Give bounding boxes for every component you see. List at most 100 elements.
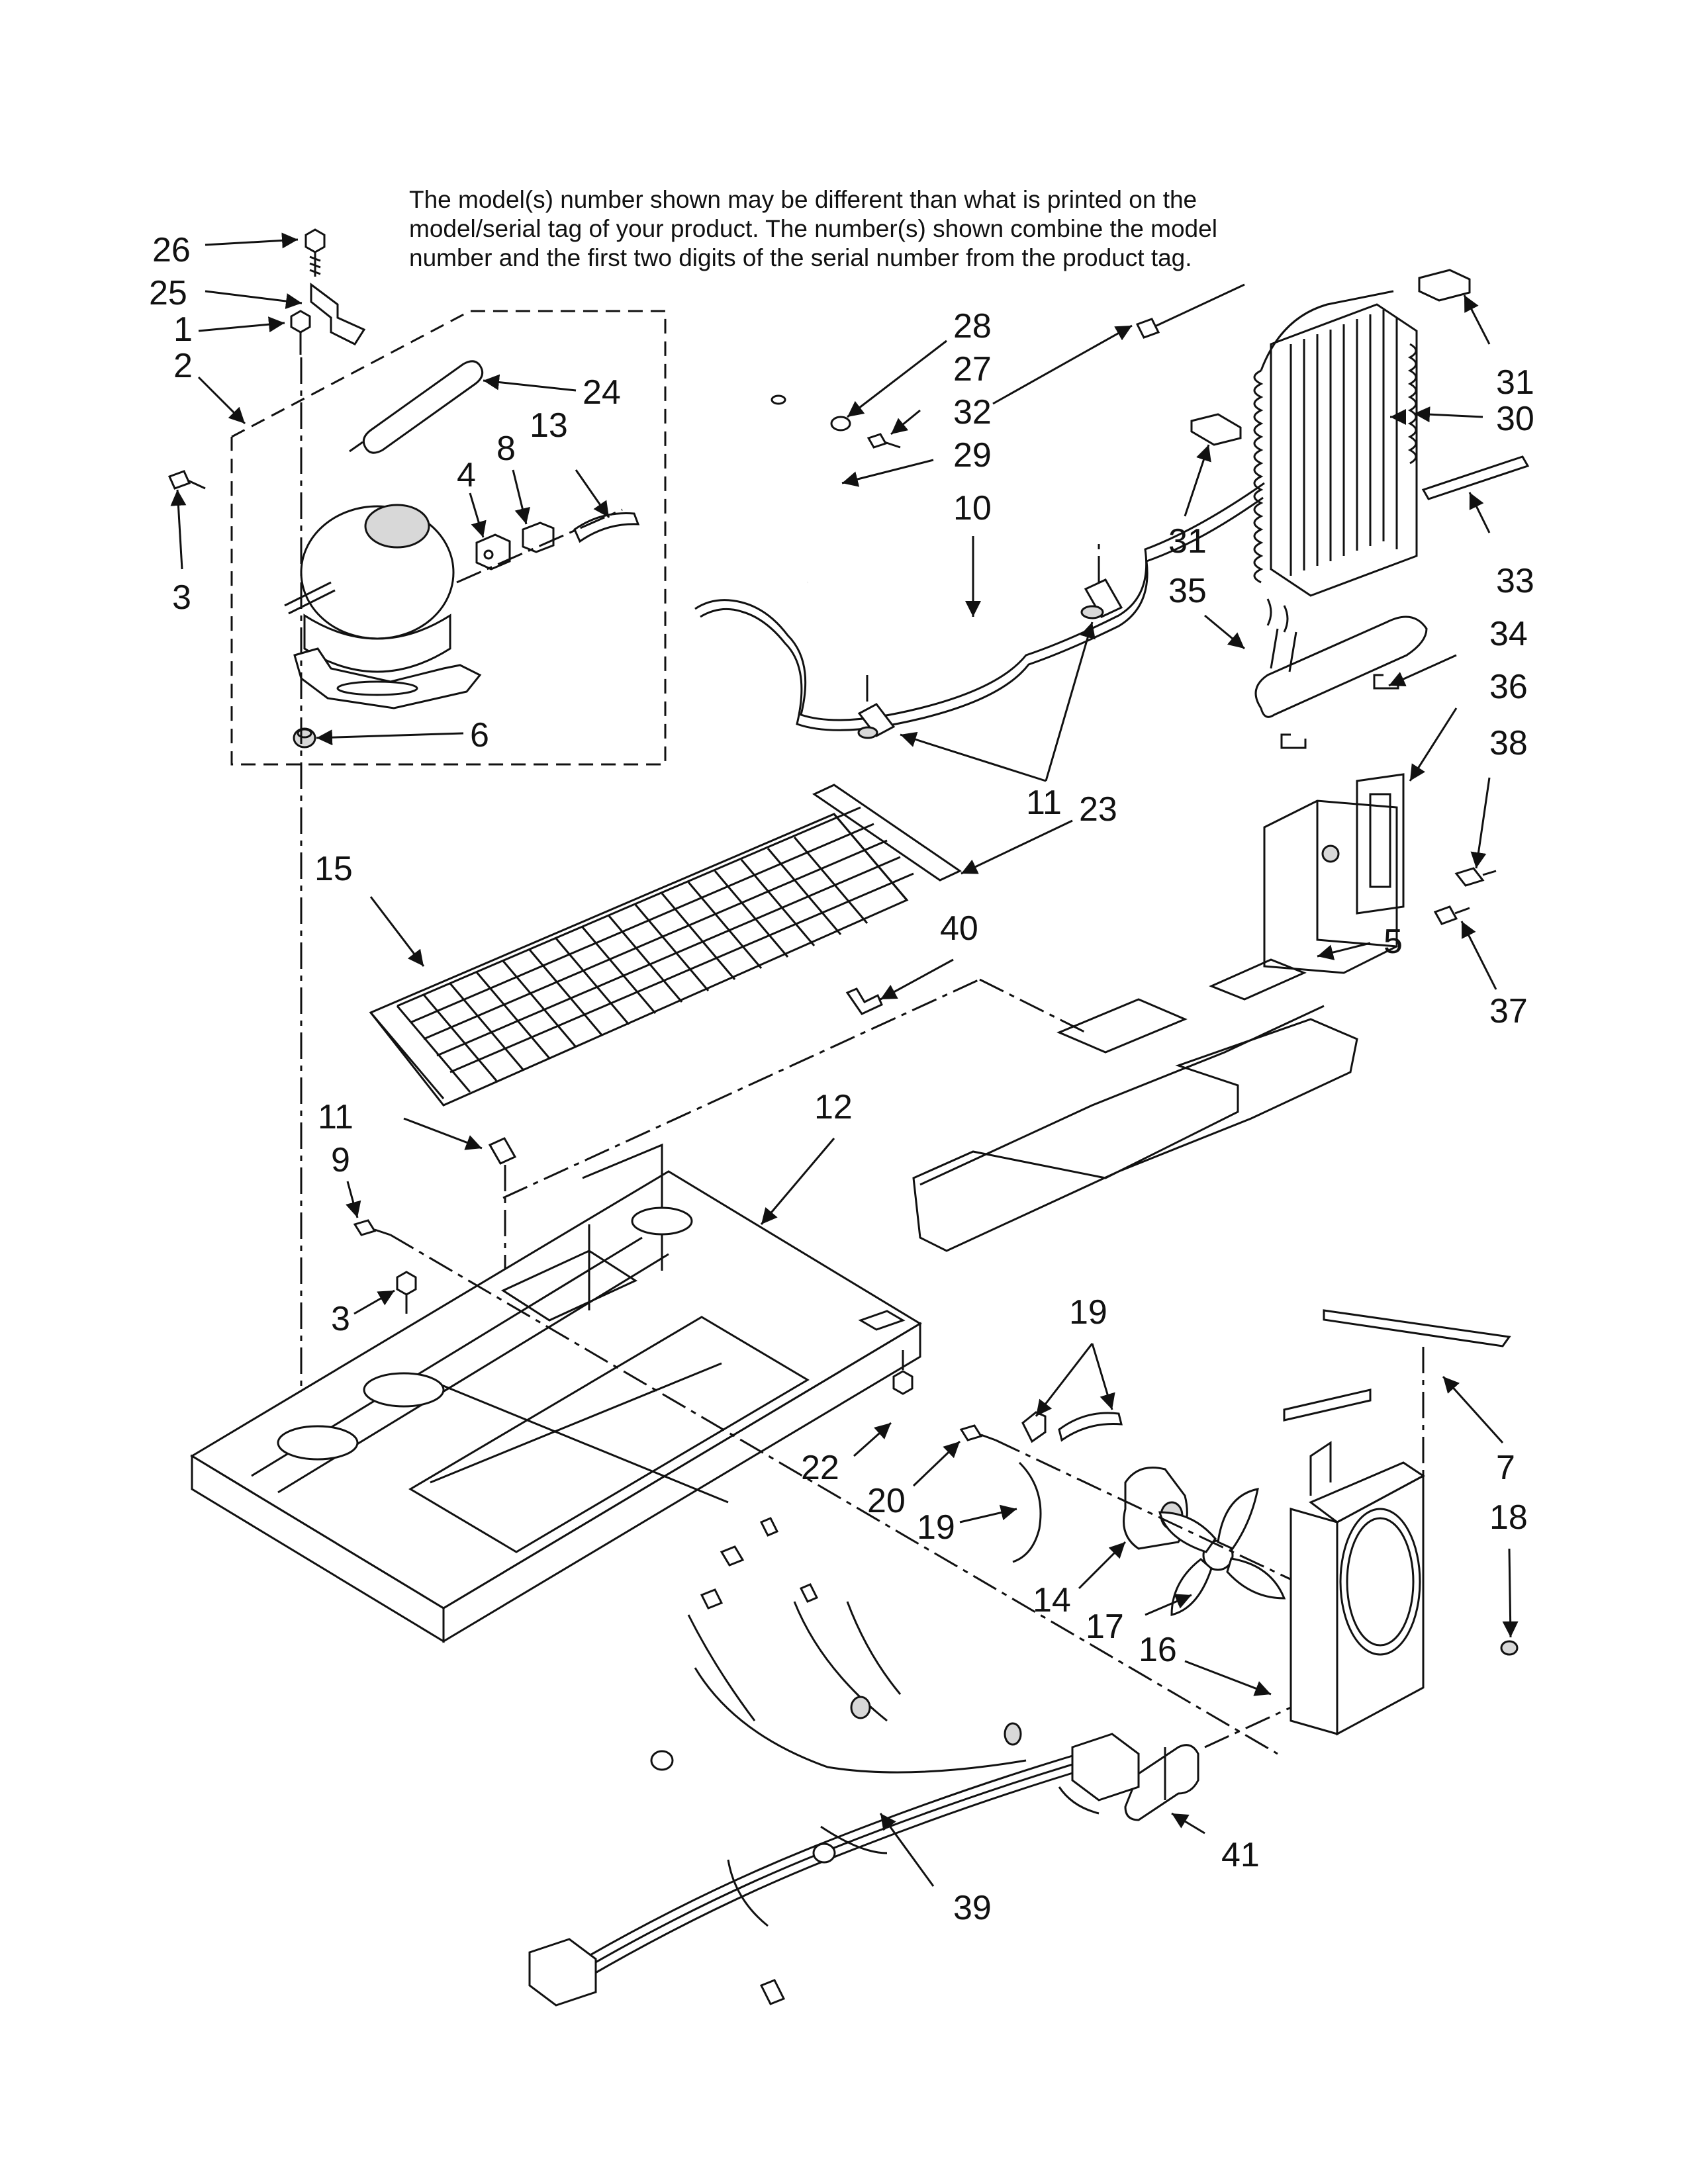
callout-20: 20 — [867, 1482, 906, 1520]
pad-part-31-left — [1190, 413, 1242, 446]
callout-24: 24 — [583, 373, 621, 412]
callout-2: 2 — [173, 347, 193, 385]
callout-36: 36 — [1489, 668, 1528, 706]
callout-9: 9 — [331, 1141, 350, 1179]
shroud-part-16 — [1289, 1441, 1425, 1736]
callout-10: 10 — [953, 489, 992, 527]
compressor-leader-dashdot — [456, 508, 623, 584]
callout-15: 15 — [314, 850, 353, 888]
sleeve-part-11-lower — [488, 1137, 517, 1165]
compressor-group-outline — [230, 310, 667, 766]
screw-part-37 — [1433, 905, 1470, 925]
callout-6: 6 — [470, 716, 489, 754]
pad-part-31-top — [1418, 269, 1471, 302]
notice-line-1: The model(s) number shown may be differe… — [409, 186, 1197, 213]
callout-39: 39 — [953, 1889, 992, 1927]
callout-35: 35 — [1168, 572, 1207, 610]
callout-34: 34 — [1489, 615, 1528, 653]
callout-41: 41 — [1221, 1836, 1260, 1874]
callout-3-upper: 3 — [172, 578, 191, 617]
callout-14: 14 — [1033, 1581, 1071, 1619]
callout-19-upper: 19 — [1069, 1293, 1107, 1332]
callout-37: 37 — [1489, 992, 1528, 1030]
clip-part-19-upper — [1021, 1411, 1123, 1443]
callout-28: 28 — [953, 307, 992, 345]
strip-part-33 — [1421, 455, 1530, 500]
strip-part-7 — [1283, 1309, 1511, 1422]
base-pan-part-12 — [190, 1143, 922, 1643]
callout-26: 26 — [152, 231, 191, 269]
capacitor-part-41 — [1124, 1744, 1199, 1821]
bracket-part-25 — [310, 283, 366, 345]
tube-part-10 — [694, 482, 1265, 731]
clamp-part-28 — [830, 416, 851, 432]
pan-dashdot — [979, 978, 1086, 1034]
callout-16: 16 — [1139, 1631, 1177, 1669]
callout-3-lower: 3 — [331, 1300, 350, 1338]
clip-part-19-lower — [1012, 1461, 1042, 1563]
callout-11-upper: 11 — [1026, 784, 1062, 822]
bracket-part-36 — [1263, 773, 1405, 974]
notice-line-3: number and the first two digits of the s… — [409, 244, 1192, 271]
drier-part-24 — [349, 360, 484, 454]
clip-part-40 — [845, 987, 883, 1015]
callout-1: 1 — [173, 310, 193, 349]
callout-7: 7 — [1496, 1449, 1515, 1487]
overload-part-8 — [522, 522, 555, 553]
screw-part-20 — [959, 1424, 996, 1441]
callout-38: 38 — [1489, 724, 1528, 762]
callout-labels: 26 25 1 2 24 3 4 8 13 6 28 27 32 29 10 1… — [149, 231, 1534, 1927]
screw-9-dashdot — [390, 1234, 1278, 1755]
callout-5: 5 — [1383, 923, 1403, 961]
callout-11-lower: 11 — [318, 1098, 353, 1136]
callout-4: 4 — [457, 456, 476, 494]
fan-axis-dashdot — [995, 1439, 1325, 1596]
callout-12: 12 — [814, 1088, 853, 1126]
heater-part-35 — [1254, 598, 1428, 718]
nut-part-18 — [1500, 1640, 1519, 1656]
callout-27: 27 — [953, 350, 992, 388]
tube-sleeve-part-11-left — [857, 703, 896, 739]
screw-part-9 — [353, 1219, 391, 1236]
compressor-part — [284, 504, 482, 709]
callout-8: 8 — [496, 430, 516, 468]
callout-30: 30 — [1496, 400, 1534, 438]
base-pan-dashdot — [502, 978, 980, 1199]
screw-part-3-lower — [396, 1271, 417, 1314]
screw-part-22 — [892, 1350, 914, 1395]
callout-31-left: 31 — [1168, 522, 1207, 561]
screw-part-27 — [867, 433, 901, 449]
callout-19-lower: 19 — [917, 1508, 955, 1547]
callout-23: 23 — [1079, 790, 1117, 829]
callout-25: 25 — [149, 274, 187, 312]
callout-40: 40 — [940, 909, 978, 948]
strip-part-23 — [812, 784, 962, 882]
screw-part-1 — [290, 310, 311, 355]
cover-part-13 — [573, 512, 640, 543]
condenser-part-15 — [369, 806, 914, 1107]
callout-29: 29 — [953, 436, 992, 475]
capacitor-dashdot — [1204, 1706, 1291, 1749]
relay-part-4 — [475, 533, 511, 570]
callout-17: 17 — [1086, 1608, 1124, 1646]
tube-sleeve-part-11-right — [1080, 578, 1123, 619]
callout-22: 22 — [801, 1449, 839, 1487]
callout-31-top: 31 — [1496, 363, 1534, 402]
tube-part-29 — [771, 394, 851, 585]
screw-part-3-upper — [167, 470, 206, 490]
drain-pan-part-5 — [912, 958, 1358, 1252]
callout-32: 32 — [953, 393, 992, 432]
evaporator-part-30 — [1253, 290, 1418, 597]
screw-part-26 — [305, 228, 326, 277]
callout-13: 13 — [530, 406, 568, 445]
bulb-part-38 — [1454, 867, 1497, 887]
callout-33: 33 — [1496, 562, 1534, 600]
callout-18: 18 — [1489, 1498, 1528, 1537]
grommet-part-6 — [293, 727, 316, 749]
model-number-notice: The model(s) number shown may be differe… — [409, 185, 1336, 273]
wire-harness-part-39 — [528, 1517, 1140, 2007]
cable-tie-part-32 — [1135, 283, 1245, 339]
notice-line-2: model/serial tag of your product. The nu… — [409, 215, 1217, 242]
compressor-group — [167, 228, 667, 766]
